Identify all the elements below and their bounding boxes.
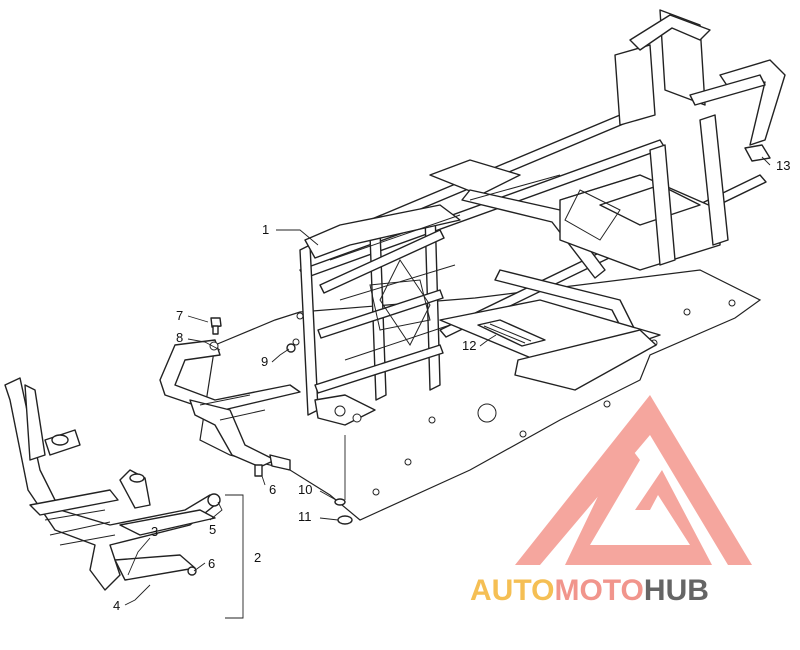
- callout-6-upper: 6: [269, 482, 276, 497]
- nut-9: [286, 343, 296, 353]
- watermark-logo: AUTOMOTOHUB: [470, 395, 752, 607]
- callout-8: 8: [176, 330, 183, 345]
- bolt-7: [210, 317, 222, 335]
- callout-labels: 1 2 3 4 5 6 6 7 8 9 10 11 12 13: [113, 158, 790, 613]
- front-bumper-frame: [159, 339, 301, 471]
- front-bumper: [4, 377, 221, 591]
- watermark-text: AUTOMOTOHUB: [470, 574, 709, 607]
- callout-9: 9: [261, 354, 268, 369]
- part-12-pad: [477, 319, 546, 347]
- callout-2: 2: [254, 550, 261, 565]
- callout-4: 4: [113, 598, 120, 613]
- watermark-hub: HUB: [644, 574, 709, 607]
- watermark-moto: MOTO: [554, 574, 643, 607]
- callout-7: 7: [176, 308, 183, 323]
- leader-lines: [124, 156, 771, 619]
- callout-3: 3: [151, 524, 158, 539]
- washer-10: [334, 498, 346, 506]
- callout-11: 11: [298, 509, 312, 524]
- callout-13: 13: [776, 158, 790, 173]
- nut-11: [337, 515, 353, 525]
- watermark-auto: AUTO: [470, 574, 554, 607]
- callout-1: 1: [262, 222, 269, 237]
- part-13-decal: [744, 144, 771, 162]
- callout-5: 5: [209, 522, 216, 537]
- callout-12: 12: [462, 338, 476, 353]
- main-frame: [299, 9, 786, 426]
- bolt-6-upper: [254, 464, 263, 477]
- callout-10: 10: [298, 482, 312, 497]
- callout-6-lower: 6: [208, 556, 215, 571]
- watermark-triangle-mark: [515, 395, 752, 565]
